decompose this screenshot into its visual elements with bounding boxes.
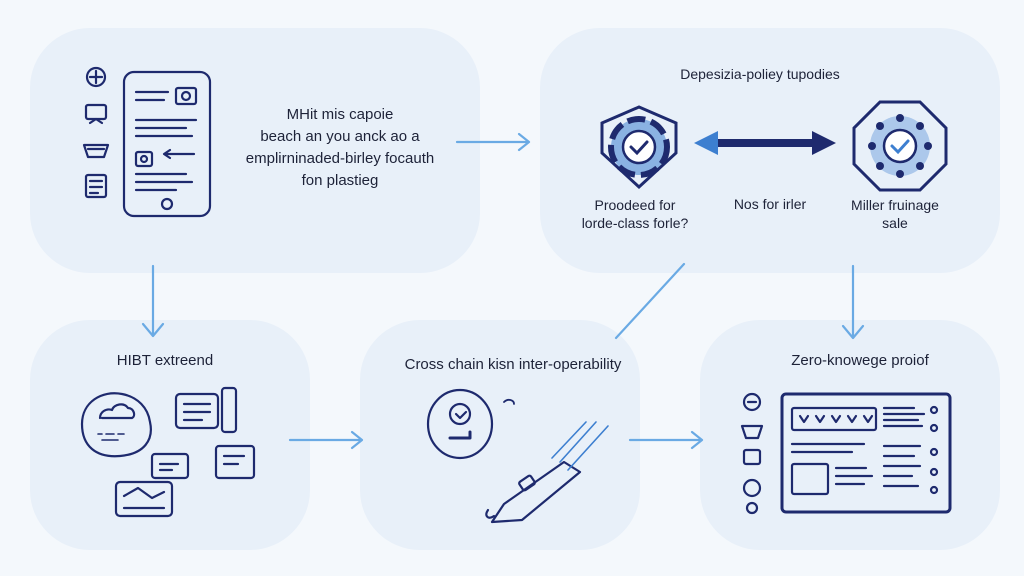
step2-middle-caption: Nos for irler (733, 196, 807, 212)
shield-check-icon (600, 105, 678, 190)
step1-line-3: emplirninaded-birley focauth (245, 150, 435, 167)
chain-link-devices-icon (426, 388, 609, 524)
mobile-phone-icon (122, 70, 212, 218)
double-arrow-icon (694, 131, 836, 155)
panel-top-left (30, 28, 480, 273)
step5-label: Zero-knowege proiof (791, 352, 929, 369)
arrow-right-icon (455, 132, 531, 152)
diagonal-connector-line (614, 262, 686, 340)
step1-line-2: beach an you anck ao a (260, 128, 420, 145)
proof-dashboard-icon (740, 392, 952, 515)
step1-text: MHit mis capoie beach an you anck ao a e… (240, 104, 440, 192)
step2-right-caption-line-1: Miller fruinage (851, 197, 939, 213)
side-icons-column (82, 66, 110, 199)
step3-label: HIBT extreend (116, 352, 214, 369)
verified-badge-icon (852, 100, 948, 192)
arrow-right-icon-2 (288, 430, 364, 450)
step1-line-1: MHit mis capoie (286, 106, 394, 123)
step2-left-caption-line-2: lorde-class forle? (581, 215, 689, 231)
panel-bottom-left (30, 320, 310, 550)
step2-left-caption-line-1: Proodeed for (594, 197, 676, 213)
arrow-down-right-icon (841, 264, 865, 340)
step4-label: Cross chain kisn inter-operability (404, 356, 622, 373)
cloud-devices-icon (80, 386, 256, 518)
step2-right-caption-line-2: sale (882, 215, 908, 231)
arrow-right-icon-3 (628, 430, 704, 450)
step2-left-caption: Proodeed for lorde-class forle? (560, 196, 710, 232)
step1-line-4: fon plastieg (301, 172, 379, 189)
step2-heading: Depesizia-poliey tupodies (680, 66, 840, 82)
step2-right-caption: Miller fruinage sale (830, 196, 960, 232)
arrow-down-left-icon (141, 264, 165, 338)
